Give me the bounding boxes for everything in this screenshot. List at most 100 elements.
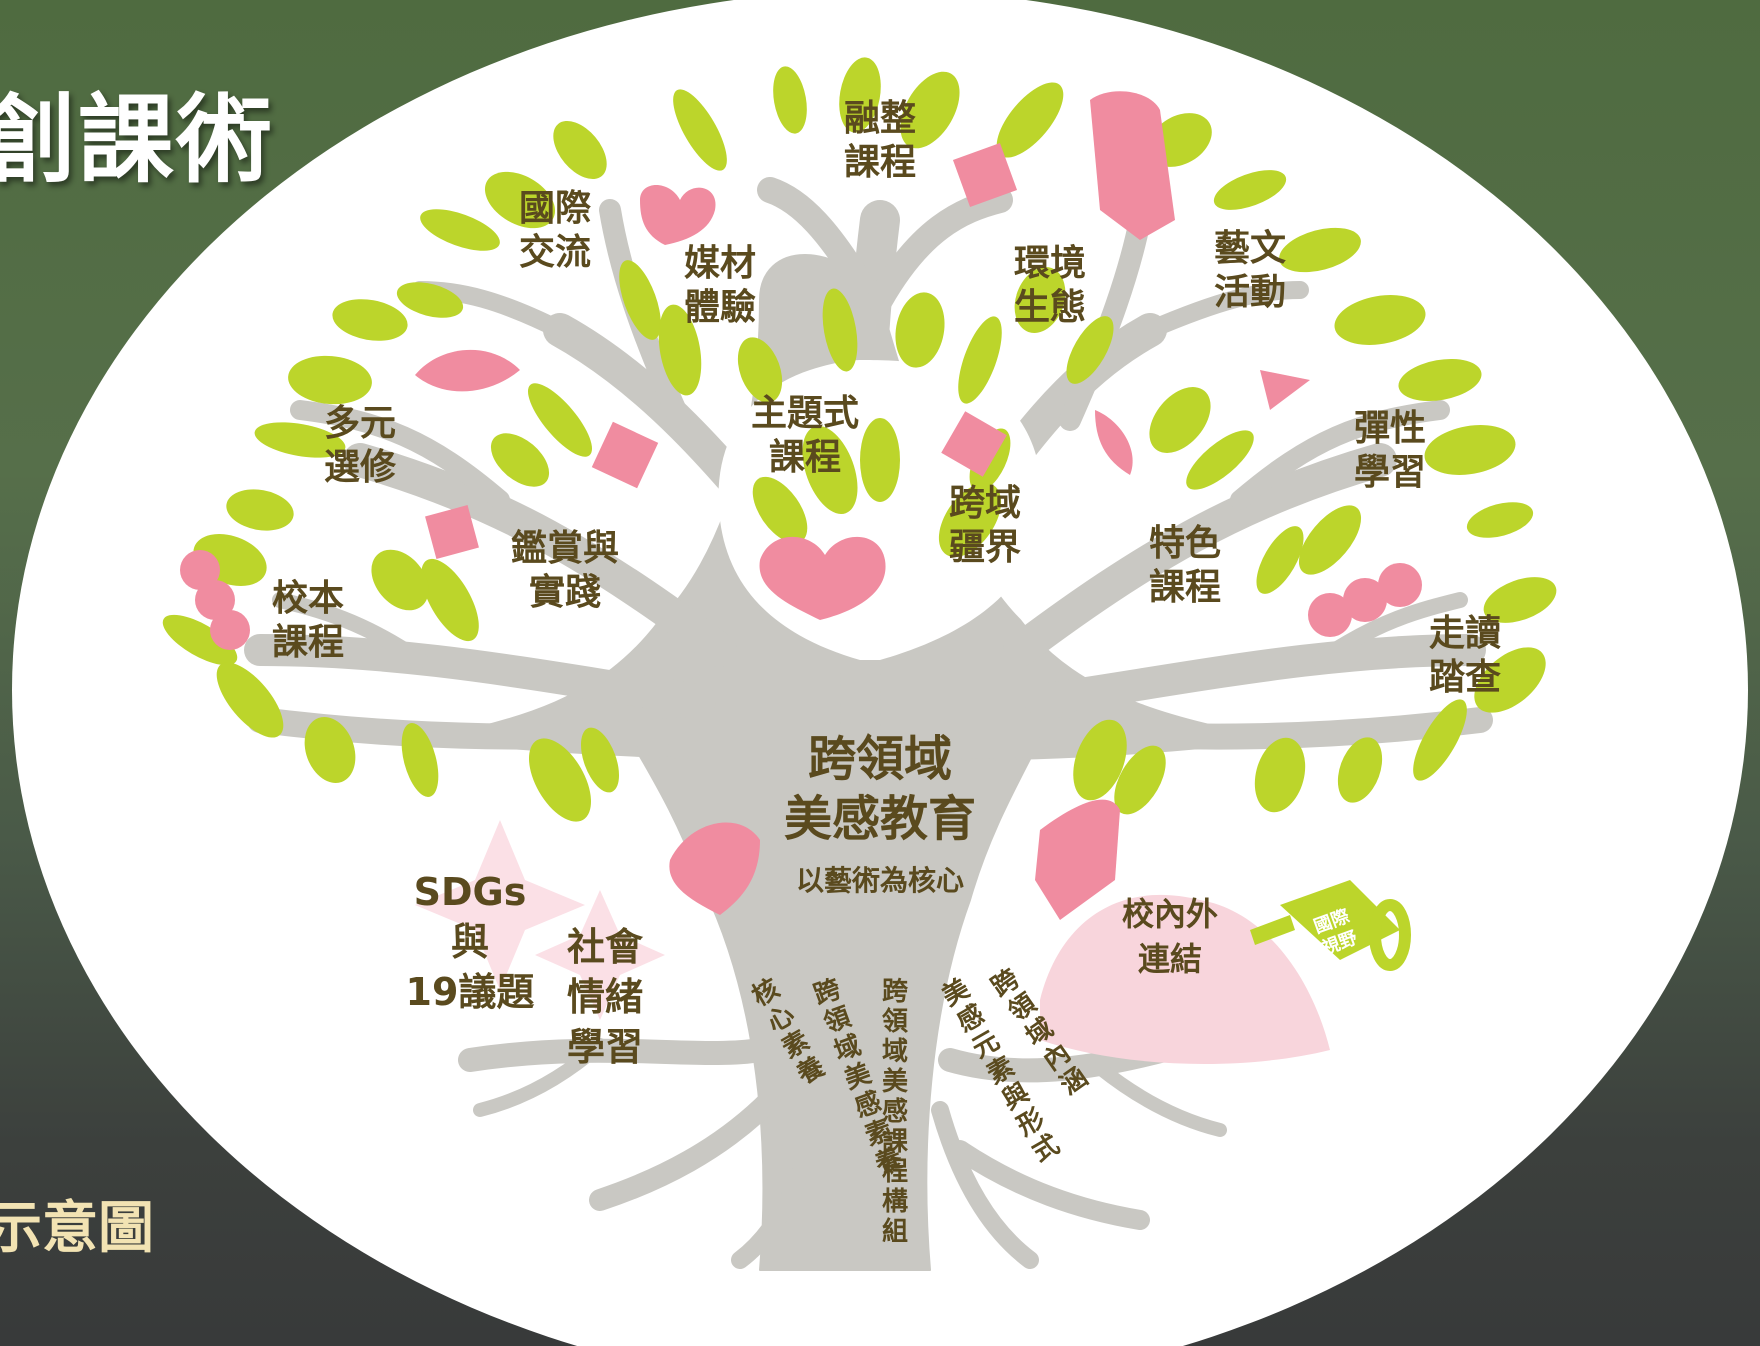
label-school-line1: 校本 bbox=[272, 578, 344, 619]
leaf bbox=[1337, 737, 1383, 803]
label-thematic-line2: 課程 bbox=[769, 437, 841, 478]
label-thematic-line1: 主題式 bbox=[751, 393, 859, 434]
leaf bbox=[958, 316, 1002, 404]
leaf bbox=[1483, 577, 1557, 623]
label-walk-line2: 踏查 bbox=[1429, 657, 1501, 698]
sdgs-line2: 與 bbox=[451, 920, 489, 964]
connect-line1: 校內外 bbox=[1122, 895, 1218, 933]
pink-dots-icon bbox=[1308, 563, 1422, 637]
label-international-line1: 國際 bbox=[519, 188, 591, 229]
pink-eye-icon bbox=[415, 349, 520, 392]
root-char: 域 bbox=[882, 1037, 908, 1067]
leaf bbox=[839, 57, 881, 133]
leaf bbox=[401, 723, 439, 797]
leaf bbox=[1186, 430, 1254, 490]
pink-heart-icon bbox=[640, 185, 716, 245]
leaf bbox=[1334, 295, 1426, 345]
pink-triangle-icon bbox=[1260, 370, 1310, 410]
slide-title: 創課術 bbox=[0, 84, 274, 196]
leaf bbox=[553, 120, 607, 180]
leaf bbox=[900, 71, 960, 149]
connect-line2: 連結 bbox=[1138, 940, 1202, 978]
leaf bbox=[1014, 267, 1066, 333]
label-arts-line1: 藝文 bbox=[1214, 228, 1286, 269]
label-diverse-line1: 多元 bbox=[324, 403, 396, 444]
leaf bbox=[1413, 699, 1467, 781]
leaf bbox=[490, 433, 550, 487]
leaf bbox=[938, 482, 1002, 558]
leaf bbox=[1298, 505, 1362, 575]
center-title-line2: 美感教育 bbox=[784, 791, 976, 847]
center-subtitle: 以藝術為核心 bbox=[796, 864, 964, 897]
leaf bbox=[737, 337, 783, 403]
leaf bbox=[1254, 737, 1306, 813]
pink-square-icon bbox=[941, 411, 1007, 477]
label-environment-line1: 環境 bbox=[1014, 243, 1086, 284]
pink-square-icon bbox=[591, 421, 659, 489]
leaf bbox=[802, 426, 858, 514]
sparkle-icon bbox=[535, 890, 665, 1020]
root-char: 跨 bbox=[882, 977, 909, 1007]
label-feature-line2: 課程 bbox=[1149, 567, 1221, 608]
label-feature-line1: 特色 bbox=[1149, 523, 1221, 564]
leaf bbox=[1114, 745, 1166, 815]
leaf bbox=[304, 717, 356, 783]
label-fusion-line2: 課程 bbox=[844, 142, 916, 183]
label-crossdomain-line2: 疆界 bbox=[949, 527, 1021, 568]
leaf bbox=[332, 299, 408, 341]
pink-eye-icon bbox=[1095, 410, 1133, 475]
leaf bbox=[288, 355, 372, 405]
leaf bbox=[371, 549, 429, 611]
pink-tag-icon bbox=[1035, 799, 1120, 920]
leaf bbox=[529, 738, 591, 822]
root-char: 美 bbox=[882, 1066, 908, 1097]
label-school-line2: 課程 bbox=[272, 622, 344, 663]
pink-square-icon bbox=[952, 142, 1018, 208]
label-international-line2: 交流 bbox=[519, 231, 591, 273]
leaf bbox=[822, 288, 858, 372]
leaf bbox=[254, 422, 346, 458]
sel-line3: 學習 bbox=[567, 1025, 643, 1069]
leaf bbox=[216, 662, 284, 738]
label-appreciation-line1: 鑑賞與 bbox=[511, 527, 619, 569]
watering-can-icon bbox=[1250, 880, 1411, 971]
root-char: 領 bbox=[882, 1006, 908, 1037]
label-diverse-line2: 選修 bbox=[324, 447, 397, 488]
leaf bbox=[1466, 502, 1534, 538]
branch-labels: 融整課程國際交流媒材體驗環境生態藝文活動多元選修主題式課程彈性學習鑑賞與實踐跨域… bbox=[272, 98, 1501, 698]
leaf bbox=[226, 489, 294, 531]
label-fusion-line1: 融整 bbox=[844, 98, 916, 139]
center-title-line1: 跨領域 bbox=[808, 731, 952, 787]
label-crossdomain-line1: 跨域 bbox=[949, 483, 1021, 524]
leaf bbox=[1279, 227, 1361, 273]
pink-dots-icon bbox=[180, 550, 250, 650]
leaf bbox=[396, 282, 464, 318]
leaf bbox=[484, 171, 556, 229]
root-char: 組 bbox=[882, 1216, 908, 1247]
label-media-line1: 媒材 bbox=[684, 243, 756, 284]
leaf bbox=[421, 558, 479, 642]
pink-heart-icon bbox=[759, 536, 886, 620]
sparkle-icon bbox=[415, 820, 585, 990]
sparkle-icons bbox=[415, 820, 665, 1020]
leaf bbox=[996, 82, 1064, 158]
leaf bbox=[658, 304, 702, 396]
label-media-line2: 體驗 bbox=[684, 286, 756, 328]
leaf bbox=[1424, 425, 1516, 475]
label-appreciation-line2: 實踐 bbox=[529, 571, 601, 613]
root-char: 構 bbox=[882, 1187, 908, 1217]
pink-decorations bbox=[180, 91, 1422, 920]
leaf bbox=[619, 260, 661, 340]
label-flexible-line1: 彈性 bbox=[1354, 408, 1426, 449]
leaf bbox=[895, 292, 945, 368]
leaf bbox=[1213, 170, 1287, 210]
label-arts-line2: 活動 bbox=[1214, 272, 1286, 313]
sel-line1: 社會 bbox=[567, 925, 644, 969]
leaf bbox=[527, 383, 593, 457]
leaf bbox=[1256, 526, 1304, 594]
sdgs-line1: SDGs bbox=[414, 870, 527, 914]
root-char: 感 bbox=[882, 1097, 908, 1127]
leaf bbox=[773, 66, 807, 134]
sdgs-line3: 19議題 bbox=[406, 970, 535, 1014]
